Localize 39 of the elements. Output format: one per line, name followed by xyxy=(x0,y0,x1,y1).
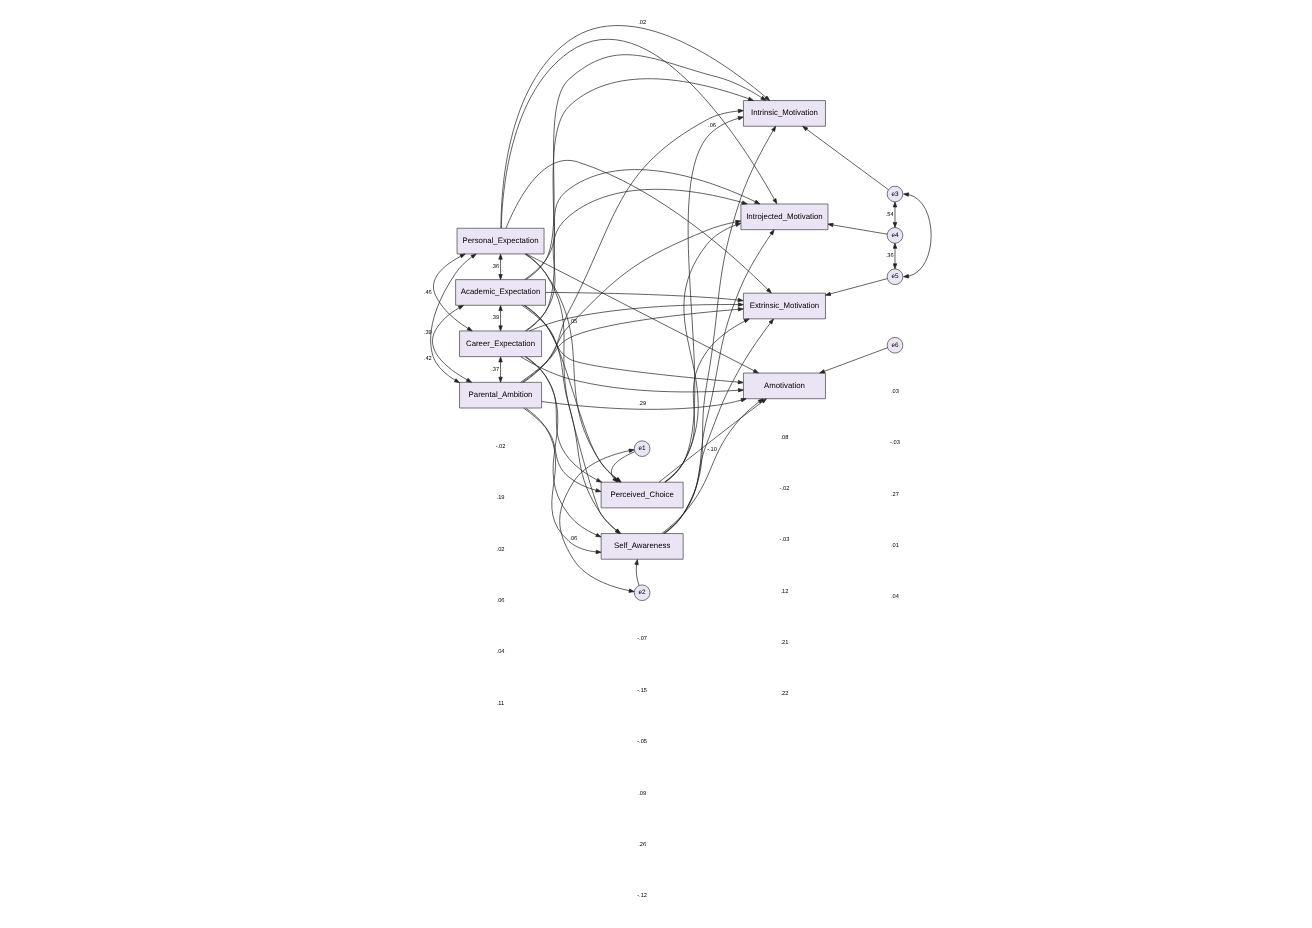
arrow xyxy=(497,253,502,280)
arrow xyxy=(523,356,601,483)
arrow xyxy=(523,188,747,332)
arrow xyxy=(657,398,766,483)
arrow xyxy=(662,318,773,534)
arrow xyxy=(660,398,763,534)
arrow xyxy=(504,160,771,294)
arrow xyxy=(902,192,931,279)
arrow xyxy=(891,243,897,270)
arrow xyxy=(824,278,887,296)
arrow xyxy=(662,229,774,534)
arrow xyxy=(558,448,634,593)
arrow xyxy=(528,302,743,332)
arrow xyxy=(663,125,776,534)
arrow xyxy=(818,347,887,374)
arrow xyxy=(522,407,601,493)
arrow xyxy=(524,356,601,538)
arrow xyxy=(431,305,471,383)
arrow xyxy=(664,222,741,483)
arrow xyxy=(663,318,749,483)
arrow xyxy=(540,398,746,410)
arrow xyxy=(801,126,888,190)
arrow xyxy=(524,54,766,280)
arrow xyxy=(525,78,753,332)
arrow xyxy=(633,559,639,586)
arrow xyxy=(664,116,743,483)
arrow xyxy=(429,253,476,383)
arrow xyxy=(826,222,887,235)
arrow xyxy=(891,201,897,228)
arrow xyxy=(521,219,741,383)
arrow xyxy=(497,305,502,332)
arrow xyxy=(544,292,743,303)
arrow xyxy=(497,356,502,383)
arrow xyxy=(524,253,758,374)
arrow xyxy=(432,253,472,332)
arrow xyxy=(524,407,601,554)
arrow xyxy=(523,169,760,280)
arrow xyxy=(522,108,743,383)
arrow xyxy=(519,356,743,393)
